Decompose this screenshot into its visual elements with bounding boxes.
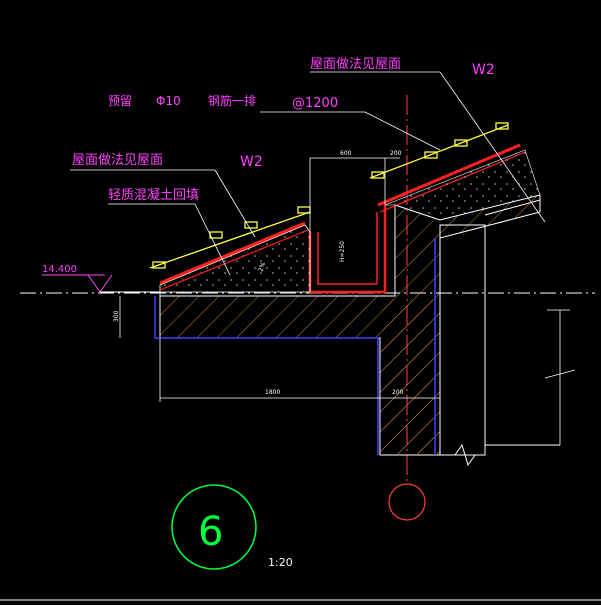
detail-number: 6 xyxy=(198,509,223,555)
dim-600: 600 xyxy=(340,150,352,157)
wall-outline-right xyxy=(439,224,486,456)
elevation-marker xyxy=(42,274,160,293)
roof-layer-left-2 xyxy=(159,229,309,291)
roof-tiles-right xyxy=(369,122,509,179)
building-edge xyxy=(484,199,541,216)
rebar-note-c: 钢筋一排 xyxy=(208,93,256,108)
concrete-structure xyxy=(159,194,541,456)
break-mark xyxy=(454,443,476,467)
light-concrete-note: 轻质混凝土回填 xyxy=(108,187,199,203)
roof-fill-right xyxy=(384,149,541,221)
dim-1800: 1800 xyxy=(265,389,280,396)
dim-200-top: 200 xyxy=(390,150,402,157)
rebar-spacing: @1200 xyxy=(292,96,338,111)
dim-slope: 2% xyxy=(257,261,267,273)
gutter-inner xyxy=(317,212,378,285)
rebar-note-a: 预留 xyxy=(108,94,132,108)
dim-200-right: 200 xyxy=(392,389,404,396)
roof-note-top: 屋面做法见屋面 xyxy=(310,57,401,72)
finish-line-left xyxy=(154,296,379,455)
w2-label-top: W2 xyxy=(472,62,495,78)
concrete-wall xyxy=(383,300,440,455)
dimension-lines xyxy=(119,157,576,445)
dim-gutter-height: H=250 xyxy=(339,241,346,262)
w2-label-left: W2 xyxy=(240,154,263,170)
rebar-note-b: Φ10 xyxy=(156,94,181,108)
leader-lines xyxy=(70,71,546,276)
light-concrete-fill xyxy=(159,224,311,296)
detail-circle xyxy=(171,484,257,570)
elevation-label: 14.400 xyxy=(42,264,77,275)
dim-300: 300 xyxy=(113,310,120,322)
roof-layer-right xyxy=(377,143,521,207)
drawing-scale: 1:20 xyxy=(268,556,293,569)
gutter-outline xyxy=(308,205,387,294)
roof-note-left: 屋面做法见屋面 xyxy=(72,153,163,168)
axis-bubble xyxy=(388,483,426,521)
roof-layer-left xyxy=(159,221,306,285)
